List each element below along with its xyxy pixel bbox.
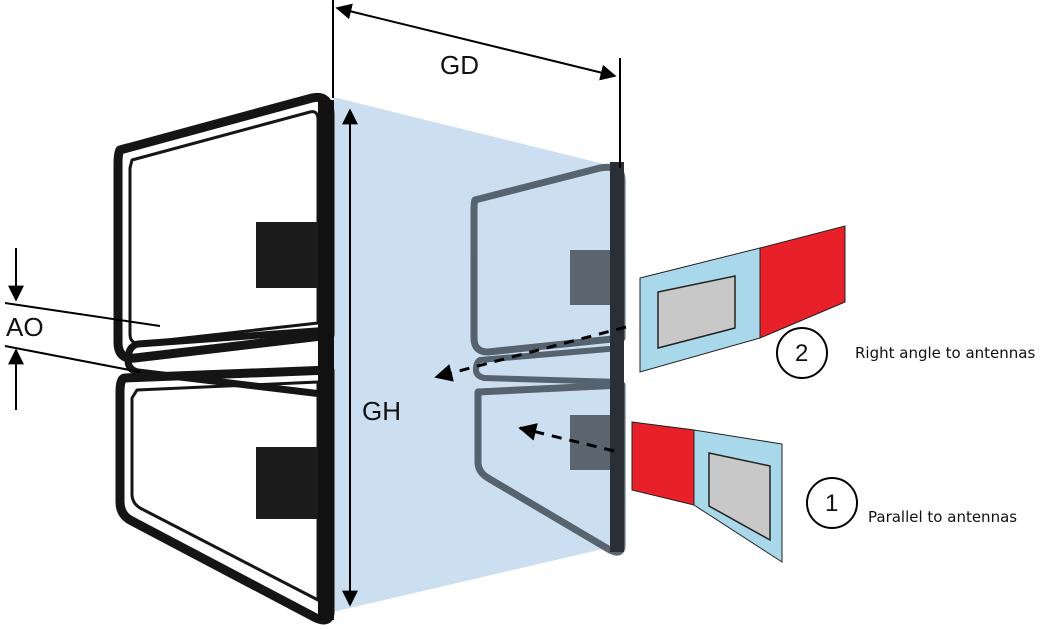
right-antenna-block-upper	[570, 250, 610, 305]
gd-dimension-line	[335, 3, 617, 81]
detection-zone	[333, 97, 620, 612]
path-arrow-right-angle	[434, 325, 627, 382]
gh-label: GH	[362, 396, 401, 426]
ao-line-bottom	[4, 345, 141, 373]
ao-line-top	[4, 302, 161, 327]
orientation-1-badge	[806, 477, 858, 529]
orientation-2-badge	[776, 327, 828, 379]
left-antenna-block-upper	[256, 222, 318, 288]
orientation-1-label: Parallel to antennas	[868, 508, 1017, 526]
path-arrow-parallel	[518, 423, 615, 453]
right-antenna-post	[610, 162, 624, 552]
orientation-2-label: Right angle to antennas	[855, 344, 1035, 362]
gd-label: GD	[440, 50, 479, 80]
left-antenna	[113, 92, 335, 625]
orientation-2-number: 2	[795, 340, 808, 367]
tag-parallel	[631, 421, 783, 563]
orientation-1-number: 1	[825, 490, 838, 517]
left-antenna-post	[318, 100, 334, 620]
left-antenna-block-lower	[256, 447, 318, 519]
ao-label: AO	[6, 312, 44, 342]
tag-right-angle	[639, 225, 846, 373]
